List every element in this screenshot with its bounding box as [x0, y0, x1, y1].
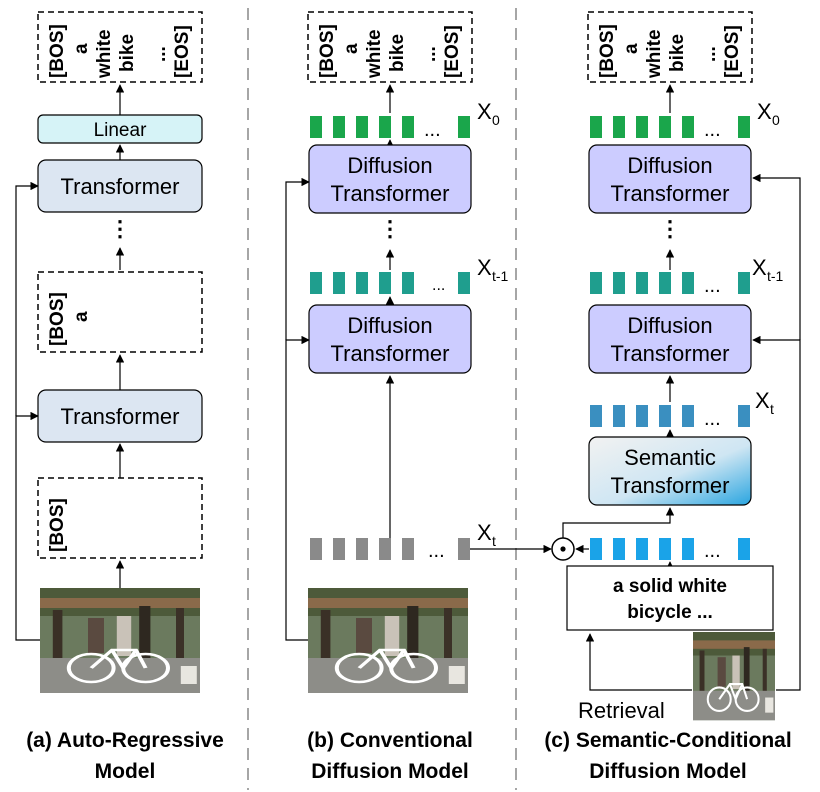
- linear-label: Linear: [94, 120, 147, 141]
- transformer-label-bottom: Transformer: [61, 404, 180, 429]
- diffusion-label2-top-b: Transformer: [331, 181, 450, 206]
- vertical-dots-c: ⋮: [659, 216, 681, 241]
- retrieved-sentence-line2: bicycle ...: [627, 602, 713, 623]
- x0-ellipsis-b: ...: [424, 119, 441, 141]
- retrieval-label: Retrieval: [578, 698, 665, 723]
- diffusion-label1-top-c: Diffusion: [627, 153, 712, 178]
- panel-auto-regressive: [BOS] a white bike ... [EOS] Linear Tran…: [15, 11, 224, 783]
- token-ellipsis-b: ...: [419, 46, 440, 62]
- x0-token-row-c: ...: [590, 116, 750, 141]
- first-token-box: [37, 477, 203, 559]
- token-bike-c: bike: [667, 34, 688, 72]
- xt1-sub-b: t-1: [492, 268, 509, 284]
- xt1-ellipsis-c: ...: [704, 275, 721, 297]
- photo-street-bike-b: [308, 588, 468, 693]
- mid-token-a: a: [71, 311, 92, 322]
- token-bike-b: bike: [387, 34, 408, 72]
- x0-label-c: X: [757, 99, 772, 124]
- first-token-bos: [BOS]: [47, 498, 68, 552]
- diffusion-label2-bottom-b: Transformer: [331, 341, 450, 366]
- semantic-label1: Semantic: [624, 445, 716, 470]
- xt-sub-b: t: [492, 533, 496, 549]
- caption-c-line2: Diffusion Model: [589, 760, 746, 783]
- token-bos: [BOS]: [47, 24, 68, 78]
- token-white: white: [94, 29, 115, 79]
- xt-ellipsis-c-top: ...: [704, 408, 721, 430]
- token-bike: bike: [117, 34, 138, 72]
- diffusion-label1-bottom-b: Diffusion: [347, 313, 432, 338]
- xt1-sub-c: t-1: [767, 268, 784, 284]
- token-white-b: white: [364, 29, 385, 79]
- token-eos: [EOS]: [172, 25, 193, 78]
- token-bos-c: [BOS]: [597, 24, 618, 78]
- token-ellipsis-c: ...: [699, 46, 720, 62]
- photo-street-bike-c: [691, 630, 777, 722]
- semantic-ellipsis-c: ...: [704, 540, 721, 562]
- output-token-box-b: [307, 11, 473, 83]
- xt-token-row-c-top: ...: [590, 405, 750, 430]
- token-a-b: a: [341, 43, 362, 54]
- semantic-token-row-c: ...: [590, 538, 750, 562]
- semantic-label2: Transformer: [611, 473, 730, 498]
- vertical-dots-b: ⋮: [379, 216, 401, 241]
- diffusion-label2-top-c: Transformer: [611, 181, 730, 206]
- token-a: a: [71, 43, 92, 54]
- x0-ellipsis-c: ...: [704, 119, 721, 141]
- vertical-dots: ⋮: [109, 216, 131, 241]
- retrieved-sentence-line1: a solid white: [613, 576, 727, 597]
- xt1-token-row-b: ...: [310, 272, 470, 294]
- xt1-ellipsis-b: ...: [432, 277, 445, 294]
- mid-token-bos: [BOS]: [47, 292, 68, 346]
- diffusion-transformer-top-c: [588, 144, 752, 214]
- xt-ellipsis-b: ...: [428, 540, 445, 562]
- x0-sub-c: 0: [772, 112, 780, 128]
- caption-a-line1: (a) Auto-Regressive: [26, 729, 224, 752]
- token-bos-b: [BOS]: [317, 24, 338, 78]
- caption-a-line2: Model: [95, 760, 156, 783]
- xt1-label-c: X: [752, 255, 767, 280]
- xt-token-row-b: ...: [310, 538, 470, 562]
- diffusion-label1-bottom-c: Diffusion: [627, 313, 712, 338]
- diffusion-label2-bottom-c: Transformer: [611, 341, 730, 366]
- semantic-transformer-box: [588, 436, 752, 506]
- xt1-label-b: X: [477, 255, 492, 280]
- x0-sub-b: 0: [492, 112, 500, 128]
- transformer-label-top: Transformer: [61, 174, 180, 199]
- output-token-box-c: [587, 11, 753, 83]
- diffusion-transformer-bottom-c: [588, 304, 752, 374]
- xt-sub-c-top: t: [770, 401, 774, 417]
- xt-label-c-top: X: [755, 388, 770, 413]
- caption-b-line2: Diffusion Model: [311, 760, 468, 783]
- x0-token-row-b: ...: [310, 116, 470, 141]
- token-eos-b: [EOS]: [442, 25, 463, 78]
- panel-conventional-diffusion: [BOS] a white bike ... [EOS] ... X 0 Dif…: [285, 11, 552, 783]
- output-token-box: [37, 11, 203, 83]
- retrieved-sentence-box: [566, 565, 774, 631]
- caption-c-line1: (c) Semantic-Conditional: [544, 729, 791, 752]
- caption-b-line1: (b) Conventional: [307, 729, 473, 752]
- mid-token-box: [37, 271, 203, 353]
- x0-label-b: X: [477, 99, 492, 124]
- token-white-c: white: [644, 29, 665, 79]
- token-a-c: a: [621, 43, 642, 54]
- xt1-token-row-c: ...: [590, 272, 750, 297]
- panel-semantic-conditional-diffusion: [BOS] a white bike ... [EOS] ... X 0 Dif…: [544, 11, 801, 783]
- token-ellipsis: ...: [149, 46, 170, 62]
- xt-label-b: X: [477, 520, 492, 545]
- photo-street-bike: [40, 588, 200, 693]
- diffusion-label1-top-b: Diffusion: [347, 153, 432, 178]
- token-eos-c: [EOS]: [722, 25, 743, 78]
- linear-layer-box: [37, 114, 203, 144]
